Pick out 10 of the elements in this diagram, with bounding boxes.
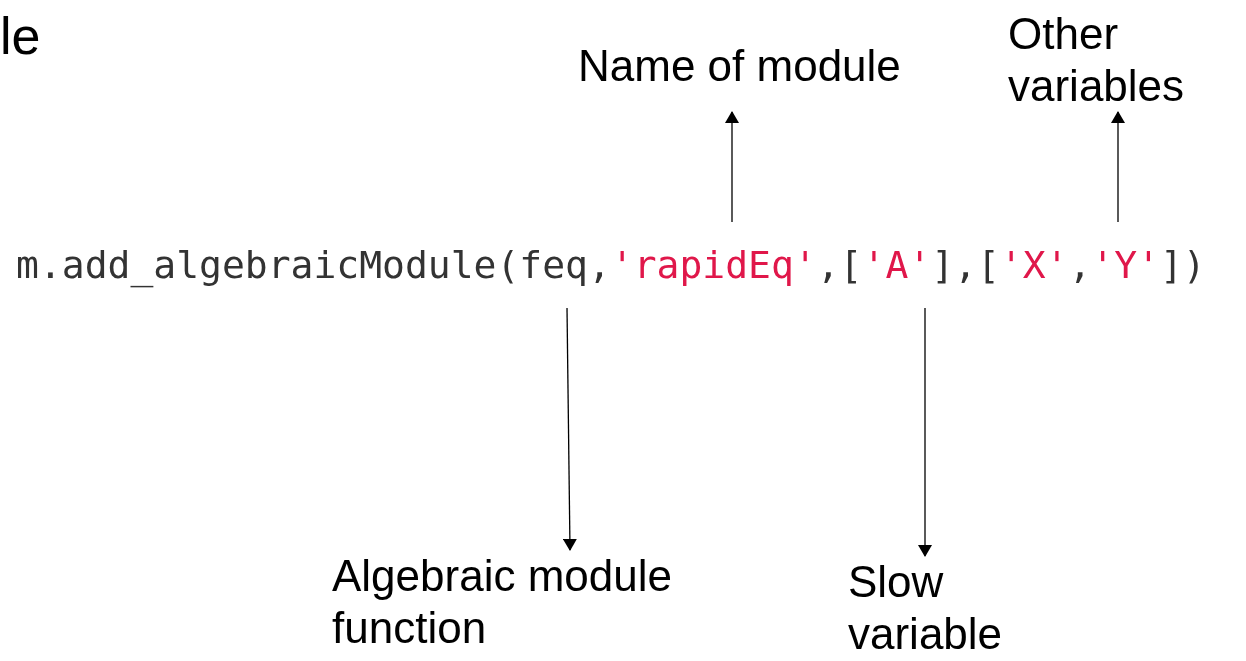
annotation-text: Other variables — [1008, 8, 1218, 112]
annotation-text: Algebraic module function — [332, 550, 712, 654]
arrow — [562, 307, 577, 551]
arrow — [918, 307, 932, 557]
annotation-text: Slow variable — [848, 556, 1038, 660]
code-line: m.add_algebraicModule(feq,'rapidEq',['A'],['X','Y']) — [16, 222, 1228, 308]
cut-off-text: le — [0, 10, 41, 62]
arrow — [1111, 111, 1125, 223]
arrow — [725, 111, 739, 223]
annotation-text: Name of module — [578, 40, 938, 112]
